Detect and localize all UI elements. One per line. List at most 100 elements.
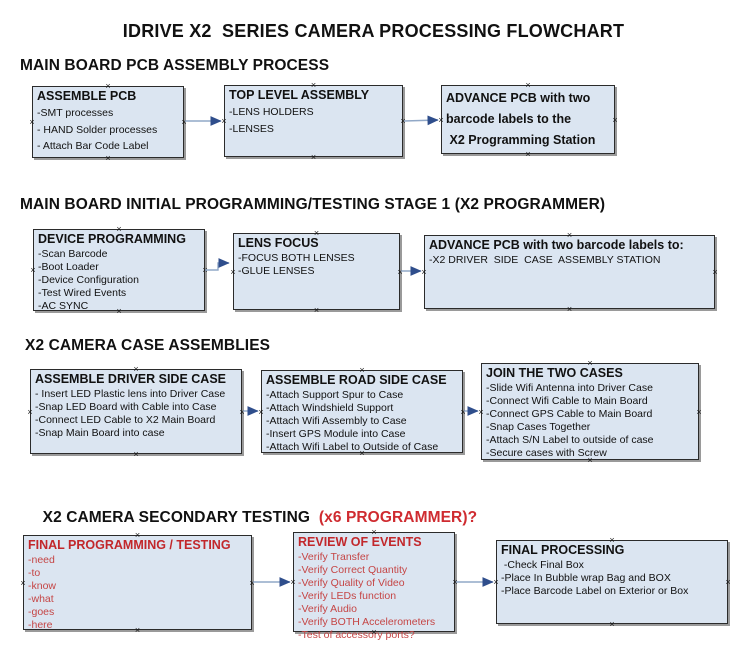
connection-anchor-icon: ×	[359, 365, 365, 375]
box-item: -SMT processes	[37, 107, 114, 119]
box-advance-to-case-assembly: ADVANCE PCB with two barcode labels to: …	[421, 230, 718, 314]
box-item: -Snap LED Board with Cable into Case	[35, 401, 217, 413]
box-final-processing: FINAL PROCESSING -Check Final Box -Place…	[493, 535, 731, 629]
box-item: -to	[28, 567, 41, 579]
box-item: -LENSES	[229, 122, 274, 135]
box-item: -Verify Transfer	[298, 551, 370, 563]
page-title: IDRIVE X2 SERIES CAMERA PROCESSING FLOWC…	[122, 21, 625, 41]
flow-arrow	[403, 115, 439, 126]
connection-anchor-icon: ×	[134, 530, 141, 540]
connection-anchor-icon: ×	[612, 114, 618, 125]
section-heading-black-part: X2 CAMERA SECONDARY TESTING	[42, 509, 319, 526]
connection-anchor-icon: ×	[290, 577, 296, 587]
connection-anchor-icon: ×	[133, 449, 139, 459]
connection-anchor-icon: ×	[133, 364, 139, 374]
connection-anchor-icon: ×	[310, 80, 317, 90]
connection-anchor-icon: ×	[587, 358, 593, 368]
box-item: -Check Final Box	[501, 559, 584, 571]
box-item: -Test Wired Events	[38, 287, 127, 299]
box-item: -Scan Barcode	[38, 248, 108, 260]
box-item: -Place Barcode Label on Exterior or Box	[501, 585, 689, 597]
connection-anchor-icon: ×	[525, 80, 531, 90]
connection-anchor-icon: ×	[313, 228, 320, 238]
connection-anchor-icon: ×	[452, 577, 458, 587]
box-title: TOP LEVEL ASSEMBLY	[229, 88, 370, 102]
section-heading-initial-programming: MAIN BOARD INITIAL PROGRAMMING/TESTING S…	[20, 196, 606, 213]
connection-anchor-icon: ×	[105, 153, 111, 163]
connection-anchor-icon: ×	[134, 625, 141, 635]
connection-anchor-icon: ×	[116, 306, 122, 316]
box-review-of-events: REVIEW OF EVENTS -Verify Transfer -Verif…	[290, 528, 458, 642]
connection-anchor-icon: ×	[359, 448, 365, 458]
connection-anchor-icon: ×	[525, 149, 531, 159]
box-item: - Insert LED Plastic lens into Driver Ca…	[35, 388, 226, 400]
box-item: -Connect LED Cable to X2 Main Board	[35, 414, 216, 426]
connection-anchor-icon: ×	[566, 230, 573, 240]
connection-anchor-icon: ×	[460, 406, 466, 417]
box-device-programming: DEVICE PROGRAMMING -Scan Barcode -Boot L…	[30, 224, 208, 316]
box-title: DEVICE PROGRAMMING	[38, 232, 186, 246]
box-title: ASSEMBLE PCB	[37, 89, 137, 103]
connection-anchor-icon: ×	[258, 406, 264, 417]
connection-anchor-icon: ×	[239, 406, 245, 417]
connection-anchor-icon: ×	[116, 224, 122, 234]
connection-anchor-icon: ×	[438, 114, 444, 125]
connection-anchor-icon: ×	[587, 455, 593, 465]
connection-anchor-icon: ×	[725, 577, 731, 587]
box-item: -Connect Wifi Cable to Main Board	[486, 395, 648, 407]
box-title: JOIN THE TWO CASES	[486, 366, 623, 380]
connection-anchor-icon: ×	[400, 116, 406, 126]
box-item: -know	[28, 580, 57, 592]
box-item: -Attach Wifi Label to Outside of Case	[266, 441, 439, 453]
box-title: ASSEMBLE DRIVER SIDE CASE	[35, 372, 227, 386]
connection-anchor-icon: ×	[310, 152, 317, 162]
box-item: -Insert GPS Module into Case	[266, 428, 406, 440]
box-item: -Device Configuration	[38, 274, 139, 286]
connection-anchor-icon: ×	[29, 117, 35, 127]
box-item: - Attach Bar Code Label	[37, 140, 149, 152]
box-item: -FOCUS BOTH LENSES	[238, 252, 355, 264]
flow-arrow-elbow	[205, 258, 230, 271]
box-item: -Secure cases with Screw	[486, 447, 607, 459]
connection-anchor-icon: ×	[609, 535, 615, 545]
box-item: -Verify BOTH Accelerometers	[298, 616, 436, 628]
connection-anchor-icon: ×	[230, 266, 236, 277]
connection-anchor-icon: ×	[202, 265, 208, 275]
box-item: -Verify Quality of Video	[298, 577, 405, 589]
box-item: -goes	[28, 606, 55, 618]
section-heading-red-part: (x6 PROGRAMMER)?	[318, 509, 478, 526]
box-item: -Attach Wifi Assembly to Case	[266, 415, 407, 427]
box-title: ADVANCE PCB with two barcode labels to:	[429, 238, 684, 252]
box-item: - HAND Solder processes	[37, 123, 158, 136]
box-item: -Verify Correct Quantity	[298, 564, 408, 576]
box-item: -Verify LEDs function	[298, 590, 397, 602]
box-item: -GLUE LENSES	[238, 265, 315, 277]
box-top-level-assembly: TOP LEVEL ASSEMBLY -LENS HOLDERS -LENSES…	[221, 80, 406, 162]
connection-anchor-icon: ×	[397, 266, 403, 277]
connection-anchor-icon: ×	[249, 577, 255, 588]
box-item: -what	[28, 593, 54, 605]
box-item: -X2 DRIVER SIDE CASE ASSEMBLY STATION	[429, 254, 661, 266]
section-heading-case-assemblies: X2 CAMERA CASE ASSEMBLIES	[25, 337, 271, 354]
connection-anchor-icon: ×	[493, 577, 499, 587]
box-item: -Attach S/N Label to outside of case	[486, 434, 654, 446]
connection-anchor-icon: ×	[696, 406, 702, 417]
box-item: -LENS HOLDERS	[229, 106, 314, 118]
box-item: -need	[28, 554, 55, 566]
box-item: -Connect GPS Cable to Main Board	[486, 408, 653, 420]
box-assemble-driver-side-case: ASSEMBLE DRIVER SIDE CASE - Insert LED P…	[27, 364, 245, 459]
connection-anchor-icon: ×	[221, 116, 227, 126]
connection-anchor-icon: ×	[712, 267, 718, 277]
connection-anchor-icon: ×	[105, 81, 111, 91]
box-final-programming-testing: FINAL PROGRAMMING / TESTING -need -to -k…	[20, 530, 255, 635]
connection-anchor-icon: ×	[27, 406, 33, 417]
connection-anchor-icon: ×	[478, 406, 484, 417]
box-item: -Slide Wifi Antenna into Driver Case	[486, 382, 653, 394]
box-item: -Verify Audio	[298, 603, 357, 615]
box-item: -Boot Loader	[38, 261, 99, 273]
box-title: ADVANCE PCB with two barcode labels to t…	[446, 91, 596, 147]
box-title: ASSEMBLE ROAD SIDE CASE	[266, 373, 447, 387]
connection-anchor-icon: ×	[313, 305, 320, 315]
box-item: -Snap Cases Together	[486, 421, 591, 433]
